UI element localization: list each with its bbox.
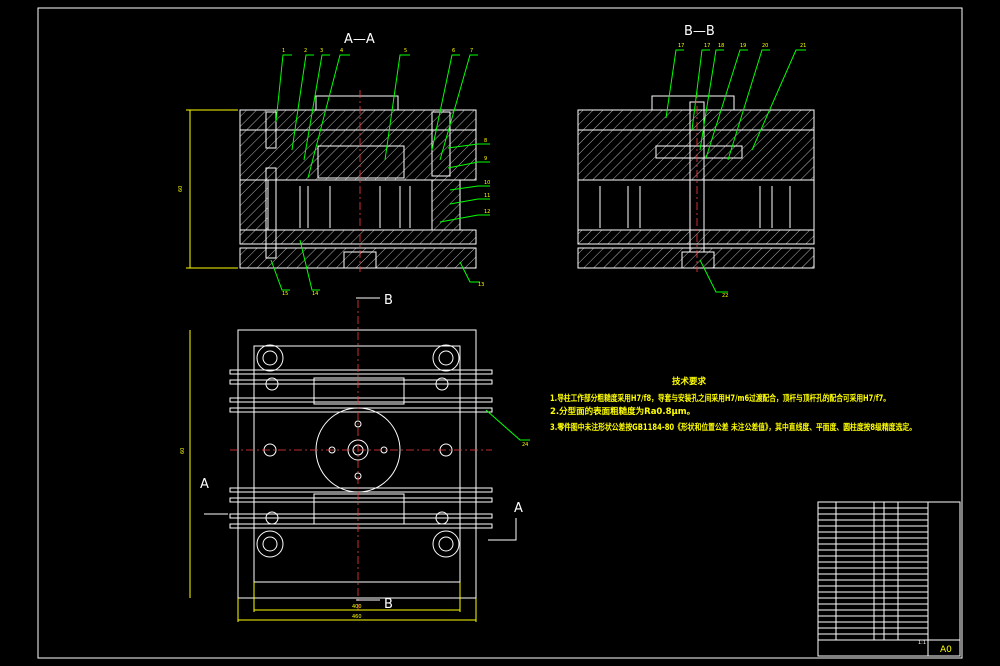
aa-label-11: 11: [484, 193, 490, 199]
aa-label-14: 14: [312, 291, 318, 297]
notes-line-1: 1.导柱工作部分粗糙度采用H7/f8，导套与安装孔之间采用H7/m6过渡配合，顶…: [550, 393, 890, 404]
cut-b-top-label: B: [384, 293, 393, 308]
technical-notes: 技术要求 1.导柱工作部分粗糙度采用H7/f8，导套与安装孔之间采用H7/m6过…: [550, 376, 916, 433]
aa-leaders-bottom: 15 14: [270, 239, 320, 297]
aa-leaders-right: 8 9 10 11 12 13: [439, 138, 490, 288]
bb-label-2: 17: [704, 43, 710, 49]
aa-label-1: 1: [282, 48, 285, 54]
bb-leaders: 17 17 18 19 20 21 22: [665, 43, 806, 299]
title-block: 1:1 A0: [817, 501, 961, 657]
aa-label-4: 4: [340, 48, 343, 54]
plan-dim-outer: 460: [352, 614, 362, 620]
aa-label-10: 10: [484, 180, 490, 186]
aa-label-13: 13: [478, 282, 484, 288]
aa-label-15: 15: [282, 291, 288, 297]
notes-line-3: 3.零件图中未注形状公差按GB1184-80《形状和位置公差 未注公差值》，其中…: [550, 422, 916, 433]
aa-label-12: 12: [484, 209, 490, 215]
aa-label-5: 5: [404, 48, 407, 54]
aa-label-2: 2: [304, 48, 307, 54]
aa-height-dim: 60: [178, 186, 184, 192]
section-aa-view: A—A 60: [178, 32, 490, 297]
plan-view: B B A A 60 400 460 24: [180, 293, 530, 622]
bb-label-22: 22: [722, 293, 728, 299]
cooling-channels: [229, 369, 493, 529]
plan-leader-24: [485, 409, 530, 441]
section-bb-title: B—B: [684, 24, 715, 39]
aa-leaders-top: 1 2 3 4 5 6 7: [275, 48, 478, 179]
aa-label-6: 6: [452, 48, 455, 54]
plan-dim-inner: 400: [352, 604, 362, 610]
bb-label-6: 21: [800, 43, 806, 49]
bb-label-3: 18: [718, 43, 724, 49]
cut-a-left-label: A: [200, 477, 209, 492]
drawing-border: [37, 7, 963, 659]
bb-label-5: 20: [762, 43, 768, 49]
aa-label-7: 7: [470, 48, 473, 54]
cut-a-right-label: A: [514, 501, 523, 516]
title-block-sheet-size: A0: [940, 645, 952, 655]
title-block-scale: 1:1: [918, 640, 926, 646]
plan-label-24: 24: [522, 442, 528, 448]
bb-label-4: 19: [740, 43, 746, 49]
section-aa-title: A—A: [344, 32, 375, 47]
bb-label-1: 17: [678, 43, 684, 49]
notes-line-2: 2.分型面的表面粗糙度为Ra0.8μm。: [550, 406, 695, 417]
notes-heading: 技术要求: [672, 376, 707, 387]
plan-side-dim: 60: [180, 448, 186, 454]
aa-label-9: 9: [484, 156, 487, 162]
cut-b-bottom-label: B: [384, 597, 393, 612]
section-bb-view: B—B 17 17 18 19 20 21 22: [577, 24, 815, 299]
aa-label-8: 8: [484, 138, 487, 144]
aa-label-3: 3: [320, 48, 323, 54]
